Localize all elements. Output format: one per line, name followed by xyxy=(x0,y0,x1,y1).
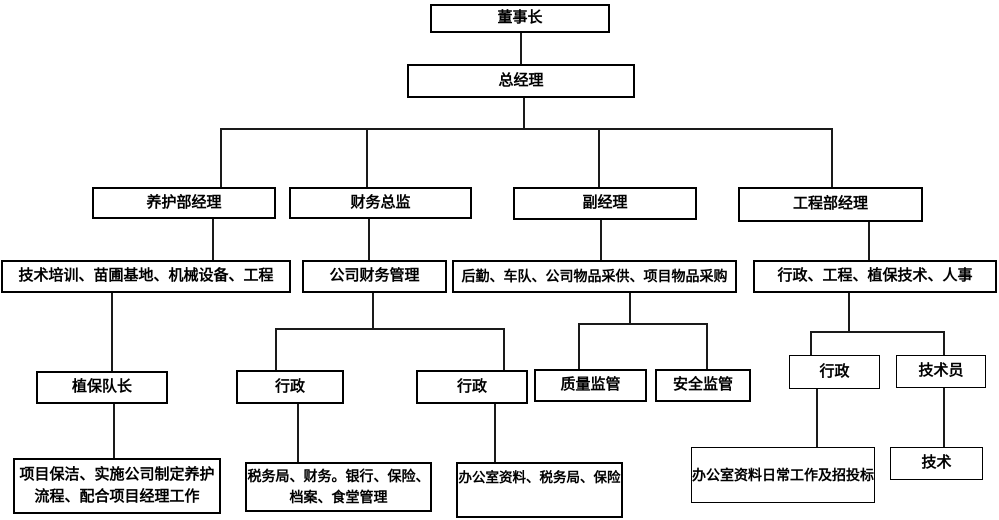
org-node-chairman: 董事长 xyxy=(430,4,610,33)
connector-finance-companyfinance xyxy=(368,219,370,260)
org-node-admin-2: 行政 xyxy=(416,370,528,404)
connector-plantleader-projectclean xyxy=(113,404,115,458)
org-node-maintenance-manager: 养护部经理 xyxy=(92,187,276,219)
connector-gm-eng xyxy=(831,128,833,187)
connector-maint-techtraining xyxy=(212,219,214,260)
connector-branch-admin1 xyxy=(275,328,277,370)
connector-companyfinance-branch-bar xyxy=(275,328,504,330)
org-node-company-finance: 公司财务管理 xyxy=(302,260,447,293)
connector-eng-admindept xyxy=(868,222,870,260)
connector-logistics-trunk xyxy=(629,293,631,323)
org-node-engineering-manager: 工程部经理 xyxy=(738,187,923,222)
connector-companyfinance-trunk xyxy=(372,293,374,328)
connector-branch-quality xyxy=(578,323,580,369)
org-node-quality-supervision: 质量监管 xyxy=(534,369,647,402)
connector-techtraining-plantleader xyxy=(111,293,113,371)
org-node-tech-training: 技术培训、苗圃基地、机械设备、工程 xyxy=(1,260,291,293)
org-node-admin-1: 行政 xyxy=(236,370,344,404)
org-node-technician: 技术员 xyxy=(896,355,986,388)
connector-gm-maint xyxy=(220,128,222,187)
org-node-general-manager: 总经理 xyxy=(407,64,635,98)
connector-technician-tech xyxy=(943,388,945,447)
connector-admin1-taxfinance xyxy=(297,404,299,462)
connector-gm-branch-bar xyxy=(220,128,832,130)
connector-admindept-trunk xyxy=(848,293,850,331)
org-node-tech: 技术 xyxy=(890,447,983,480)
org-node-admin-dept: 行政、工程、植保技术、人事 xyxy=(753,260,997,293)
org-node-admin-3: 行政 xyxy=(789,355,880,389)
connector-deputy-logistics xyxy=(600,220,602,260)
org-node-safety-supervision: 安全监管 xyxy=(655,369,751,402)
org-node-project-cleaning: 项目保洁、实施公司制定养护流程、配合项目经理工作 xyxy=(13,458,221,514)
org-node-office-files: 办公室资料、税务局、保险 xyxy=(456,462,623,518)
connector-logistics-branch-bar xyxy=(578,323,707,325)
connector-branch-admin3 xyxy=(810,331,812,355)
org-node-plant-protection-leader: 植保队长 xyxy=(36,371,168,404)
connector-gm-trunk xyxy=(523,98,525,128)
org-node-finance-director: 财务总监 xyxy=(289,187,472,219)
connector-gm-deputy xyxy=(598,128,600,188)
org-node-tax-finance: 税务局、财务。银行、保险、档案、食堂管理 xyxy=(245,462,432,512)
org-node-office-daily-work: 办公室资料日常工作及招投标 xyxy=(691,447,875,503)
connector-branch-safety xyxy=(706,323,708,369)
connector-admin3-officedaily xyxy=(816,389,818,447)
org-node-logistics: 后勤、车队、公司物品采供、项目物品采购 xyxy=(452,260,737,293)
connector-branch-technician xyxy=(943,331,945,355)
connector-chairman-gm xyxy=(520,33,522,64)
connector-admin2-officefiles xyxy=(494,404,496,462)
connector-gm-finance xyxy=(366,128,368,187)
org-node-deputy-manager: 副经理 xyxy=(513,187,697,220)
connector-branch-admin2 xyxy=(503,328,505,370)
connector-admindept-branch-bar xyxy=(810,331,944,333)
